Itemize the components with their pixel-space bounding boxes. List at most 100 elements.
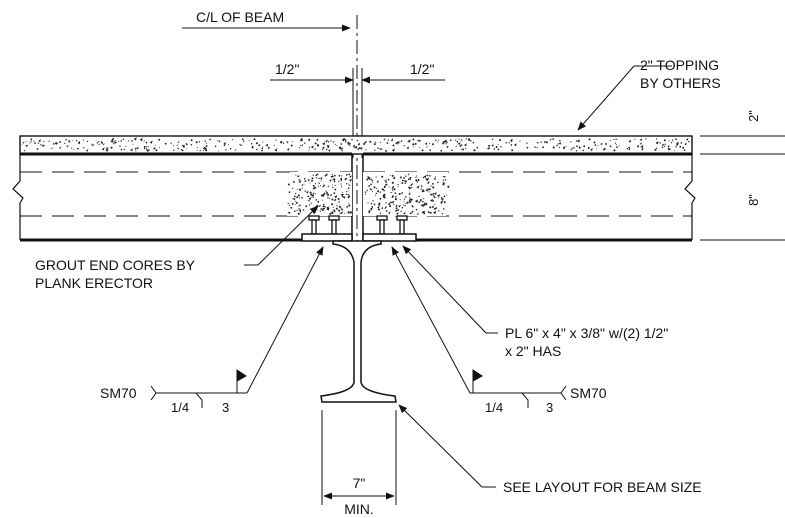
concrete-speck — [77, 141, 81, 144]
concrete-speck — [374, 141, 377, 143]
concrete-speck — [377, 205, 380, 209]
concrete-speck — [132, 143, 134, 145]
concrete-speck — [36, 148, 39, 150]
concrete-speck — [342, 191, 344, 193]
concrete-speck — [683, 149, 686, 151]
concrete-speck — [323, 192, 326, 195]
concrete-speck — [396, 212, 399, 215]
concrete-speck — [307, 199, 310, 202]
concrete-speck — [262, 141, 264, 143]
concrete-speck — [391, 186, 394, 190]
concrete-speck — [334, 195, 338, 199]
concrete-speck — [344, 139, 347, 142]
concrete-speck — [329, 179, 332, 182]
concrete-speck — [433, 211, 435, 214]
concrete-speck — [412, 138, 415, 141]
concrete-speck — [352, 144, 356, 147]
concrete-speck — [394, 192, 397, 194]
concrete-speck — [320, 208, 323, 210]
concrete-speck — [190, 143, 193, 146]
concrete-speck — [628, 148, 631, 151]
concrete-speck — [279, 140, 283, 144]
concrete-speck — [321, 194, 325, 198]
concrete-speck — [340, 143, 343, 145]
concrete-speck — [314, 186, 317, 189]
concrete-speck — [371, 179, 374, 182]
concrete-speck — [329, 212, 332, 215]
concrete-speck — [468, 138, 471, 141]
concrete-speck — [125, 145, 127, 147]
concrete-speck — [613, 139, 615, 141]
concrete-speck — [664, 143, 667, 146]
concrete-speck — [364, 191, 367, 193]
concrete-speck — [432, 186, 435, 189]
concrete-speck — [34, 142, 36, 144]
concrete-speck — [417, 213, 419, 215]
concrete-speck — [431, 192, 435, 196]
concrete-speck — [434, 203, 436, 206]
concrete-speck — [327, 193, 330, 196]
concrete-speck — [410, 186, 413, 189]
concrete-speck — [143, 140, 145, 142]
concrete-speck — [385, 206, 387, 209]
concrete-speck — [287, 202, 289, 205]
concrete-speck — [433, 210, 437, 215]
concrete-speck — [343, 194, 345, 195]
concrete-speck — [319, 177, 323, 180]
concrete-speck — [297, 194, 300, 197]
concrete-speck — [299, 197, 301, 199]
concrete-speck — [30, 141, 32, 143]
concrete-speck — [348, 173, 351, 176]
concrete-speck — [293, 195, 296, 198]
concrete-speck — [557, 143, 559, 145]
concrete-speck — [597, 145, 599, 147]
concrete-speck — [668, 148, 671, 151]
concrete-speck — [110, 146, 113, 149]
concrete-speck — [422, 210, 426, 214]
plate-label-line1: PL 6" x 4" x 3/8" w/(2) 1/2" — [505, 325, 668, 341]
concrete-speck — [437, 181, 439, 184]
concrete-speck — [442, 140, 446, 144]
concrete-speck — [298, 188, 301, 191]
concrete-speck — [336, 204, 338, 207]
concrete-speck — [183, 144, 185, 146]
concrete-speck — [113, 141, 115, 143]
concrete-speck — [299, 210, 302, 213]
concrete-speck — [37, 142, 40, 144]
concrete-speck — [314, 142, 317, 145]
concrete-speck — [427, 181, 430, 184]
concrete-speck — [390, 174, 392, 176]
concrete-speck — [460, 139, 462, 141]
concrete-speck — [327, 197, 329, 199]
concrete-speck — [298, 179, 300, 181]
concrete-speck — [594, 143, 597, 147]
concrete-speck — [562, 146, 566, 150]
concrete-speck — [347, 187, 350, 190]
concrete-speck — [120, 140, 122, 142]
concrete-speck — [675, 138, 677, 140]
concrete-speck — [147, 148, 150, 152]
concrete-speck — [441, 212, 444, 215]
concrete-speck — [119, 145, 121, 147]
concrete-speck — [319, 183, 321, 185]
concrete-speck — [414, 199, 418, 203]
concrete-speck — [139, 137, 143, 142]
concrete-speck — [418, 195, 420, 198]
concrete-speck — [186, 147, 188, 149]
concrete-speck — [370, 189, 372, 191]
concrete-speck — [85, 149, 89, 152]
concrete-speck — [251, 146, 254, 149]
concrete-speck — [565, 145, 567, 147]
concrete-speck — [419, 147, 421, 148]
concrete-speck — [322, 185, 324, 188]
concrete-speck — [587, 147, 590, 149]
concrete-speck — [332, 186, 334, 189]
concrete-speck — [461, 140, 463, 142]
concrete-speck — [347, 203, 349, 205]
concrete-speck — [431, 182, 434, 185]
concrete-speck — [326, 144, 330, 149]
concrete-speck — [500, 146, 502, 148]
concrete-speck — [536, 141, 539, 144]
concrete-speck — [425, 178, 427, 180]
concrete-speck — [672, 140, 674, 142]
